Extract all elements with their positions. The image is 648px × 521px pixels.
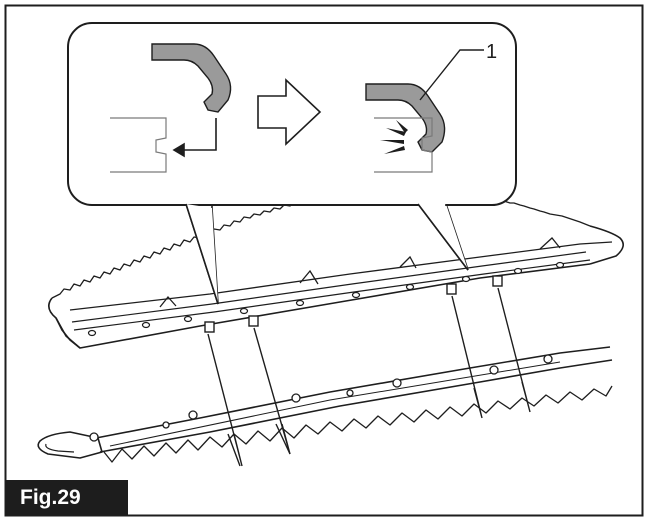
blade-cover [48, 188, 624, 349]
cover-hooks [204, 275, 503, 333]
blade-cover-holes [87, 261, 565, 337]
callout-leader-line [419, 49, 484, 101]
hook-after-insertion [365, 83, 446, 173]
hook-before-insertion [110, 43, 232, 173]
hollow-right-arrow-icon [257, 78, 322, 146]
figure-border [4, 4, 644, 517]
left-arrow-icon [172, 118, 217, 158]
alignment-lines [207, 287, 531, 467]
figure-label: Fig.29 [20, 486, 81, 509]
cutter-blade-bolts [89, 354, 553, 442]
click-burst-icon [380, 120, 408, 154]
callout-number: 1 [486, 41, 497, 63]
cutter-blade [37, 346, 613, 463]
figure-label-badge: Fig.29 [6, 480, 128, 515]
blade-cover-fins [159, 237, 561, 308]
